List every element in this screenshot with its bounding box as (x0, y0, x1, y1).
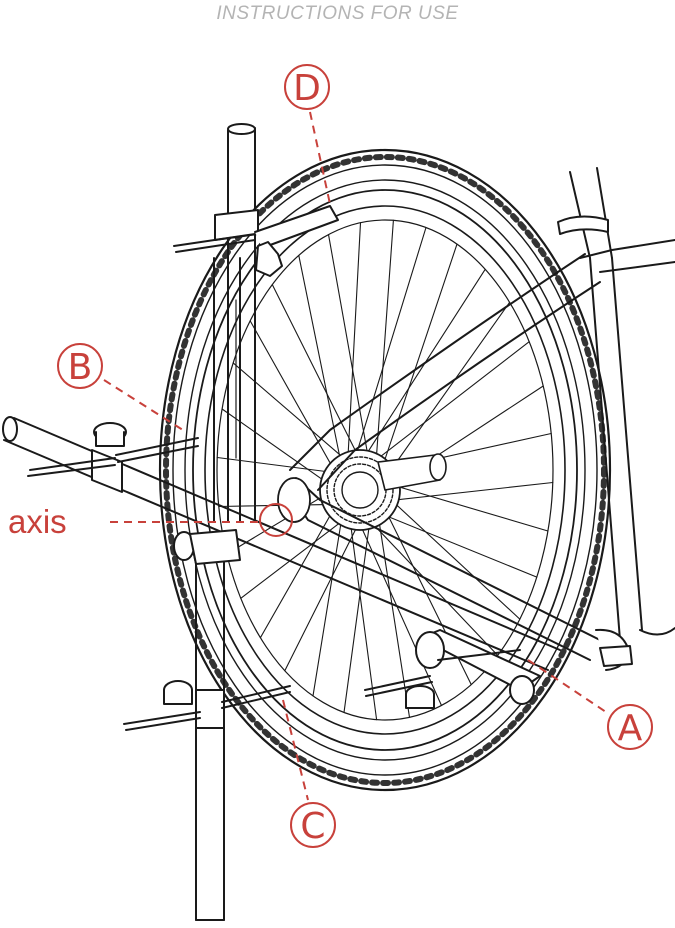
bike-stand (2, 123, 561, 921)
spoke (271, 284, 371, 482)
instructions-title: INSTRUCTIONS FOR USE (216, 3, 459, 24)
callout-axis (110, 503, 293, 537)
callout-d-label: D (293, 68, 321, 109)
spoke (352, 341, 530, 479)
stand-arm (2, 416, 561, 671)
pivot-joint (173, 529, 241, 565)
tire (158, 148, 612, 792)
spoke (348, 268, 486, 483)
clamp-a (364, 629, 541, 709)
rim (204, 205, 566, 735)
spoke (373, 219, 394, 492)
callout-a (527, 659, 653, 750)
callout-a-label: A (618, 708, 643, 749)
rear-wheel (158, 148, 612, 792)
spoke (345, 222, 362, 493)
callout-b-label: B (68, 347, 93, 388)
stand-mast (195, 123, 256, 921)
page-header: INSTRUCTIONS FOR USE (0, 0, 675, 28)
callout-c (282, 699, 336, 848)
hub (377, 453, 447, 491)
clamp-c (123, 680, 291, 731)
callout-b (57, 343, 187, 433)
clamp-d (173, 205, 339, 277)
spoke (345, 226, 427, 488)
bike-frame (277, 167, 675, 671)
spoke (327, 233, 374, 486)
callout-d (284, 64, 331, 205)
callout-c-label: C (300, 806, 325, 847)
callout-axis-label: axis (8, 503, 67, 540)
spoke (373, 487, 411, 718)
